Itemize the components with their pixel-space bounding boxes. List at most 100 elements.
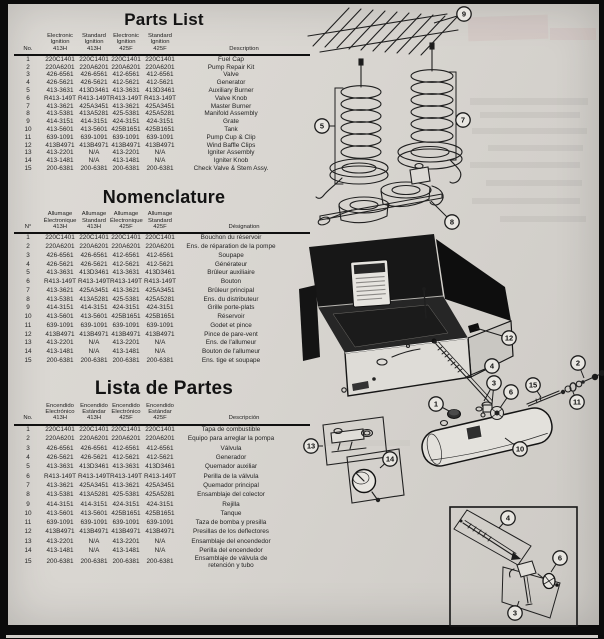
svg-text:2: 2 xyxy=(576,359,580,368)
part-number-cell: 425A3451 xyxy=(145,102,175,110)
part-number-cell: 413B4971 xyxy=(145,528,175,536)
row-number-cell: 4 xyxy=(26,454,30,462)
column-header: Désignation xyxy=(228,223,260,230)
part-number-cell: 639-1091 xyxy=(146,133,174,141)
description-cell: Quemador auxiliar xyxy=(204,463,258,471)
description-cell: Generador xyxy=(215,454,247,462)
column-header: Allumage Standard 425F xyxy=(147,211,173,230)
row-number-cell: 1 xyxy=(26,426,30,434)
svg-text:14: 14 xyxy=(386,455,395,464)
manifold-assembly-drawing xyxy=(317,162,444,226)
part-number-cell: 425A3451 xyxy=(79,286,109,294)
part-number-cell: 220C1401 xyxy=(79,426,109,434)
part-number-cell: 413-2201 xyxy=(112,537,140,545)
part-number-cell: 220C1401 xyxy=(45,55,75,63)
callout-13: 13 xyxy=(303,438,323,454)
part-number-cell: 220A6201 xyxy=(45,243,75,251)
part-number-cell: 412-5621 xyxy=(112,79,140,87)
description-cell: Valve xyxy=(223,71,239,79)
svg-text:6: 6 xyxy=(558,554,562,563)
part-number-cell: 412-5621 xyxy=(146,260,174,268)
description-cell: Brûleur principal xyxy=(207,286,255,294)
part-number-cell: R413-149T xyxy=(78,278,110,286)
part-number-cell: 639-1091 xyxy=(46,321,74,329)
part-number-cell: R413-149T xyxy=(110,472,142,480)
part-number-cell: 413-1481 xyxy=(46,547,74,554)
row-number-cell: 14 xyxy=(24,348,32,356)
part-number-cell: 413-3631 xyxy=(112,86,140,94)
part-number-cell: 425B1651 xyxy=(145,313,175,321)
row-number-cell: 5 xyxy=(26,463,30,471)
part-number-cell: R413-149T xyxy=(110,278,142,286)
part-number-cell: 413D3461 xyxy=(79,86,109,94)
description-cell: Réservoir xyxy=(217,313,245,321)
part-number-cell: 425A5281 xyxy=(145,110,175,118)
inset-valve-drawing xyxy=(501,560,561,619)
baffle-clip-pin xyxy=(422,287,480,333)
part-number-cell: 413-3631 xyxy=(112,269,140,277)
part-number-cell: 426-5621 xyxy=(46,260,74,268)
row-number-cell: 11 xyxy=(24,321,32,329)
callout-11: 11 xyxy=(569,391,585,410)
part-number-cell: 412-5621 xyxy=(112,260,140,268)
description-cell: Bouchon du réservoir xyxy=(200,234,262,242)
part-number-cell: 413B4971 xyxy=(111,528,141,536)
part-number-cell: 412-6561 xyxy=(112,251,140,259)
part-number-cell: 200-6381 xyxy=(112,164,140,172)
part-number-cell: 413-5601 xyxy=(46,509,74,517)
column-header: Allumage Électronique 413H xyxy=(43,211,77,230)
part-number-cell: 426-6561 xyxy=(46,251,74,259)
part-number-cell: N/A xyxy=(88,149,100,157)
part-number-cell: 200-6381 xyxy=(80,356,108,364)
part-number-cell: 220A6201 xyxy=(145,435,175,443)
column-header: Description xyxy=(229,45,259,52)
part-number-cell: 220A6201 xyxy=(111,435,141,443)
tank-drawing xyxy=(421,401,553,467)
svg-text:3: 3 xyxy=(513,609,517,618)
column-header: Allumage Électronique 425F xyxy=(110,211,143,230)
part-number-cell: 412-5621 xyxy=(146,454,174,462)
tank-valve-drawing xyxy=(475,401,505,421)
description-cell: Ens. du distributeur xyxy=(203,295,259,303)
part-number-cell: 413-1481 xyxy=(112,547,140,554)
part-number-cell: 413B4971 xyxy=(145,330,175,338)
part-number-cell: 220C1401 xyxy=(145,55,175,63)
description-cell: Perilla de la válvula xyxy=(203,472,259,480)
part-number-cell: 220C1401 xyxy=(45,234,75,242)
description-cell: Brûleur auxiliaire xyxy=(207,269,255,277)
callout-15: 15 xyxy=(525,377,542,398)
part-number-cell: 639-1091 xyxy=(146,519,174,527)
part-number-cell: 220C1401 xyxy=(111,55,141,63)
part-number-cell: 413-5601 xyxy=(80,509,108,517)
row-number-cell: 3 xyxy=(26,251,30,259)
part-number-cell: 425B1651 xyxy=(111,313,141,321)
row-number-cell: 13 xyxy=(24,537,32,545)
part-number-cell: 413-3631 xyxy=(46,86,74,94)
part-number-cell: 220C1401 xyxy=(145,426,175,434)
part-number-cell: 414-3151 xyxy=(46,500,74,508)
part-number-cell: R413-149T xyxy=(44,94,76,102)
part-number-cell: 220C1401 xyxy=(145,234,175,242)
part-number-cell: 220C1401 xyxy=(45,426,75,434)
part-number-cell: 413-3631 xyxy=(46,463,74,471)
row-number-cell: 15 xyxy=(24,356,32,364)
description-cell: Ens. tige et soupape xyxy=(201,356,261,364)
part-number-cell: 425A5281 xyxy=(145,295,175,303)
part-number-cell: 413-2201 xyxy=(46,537,74,545)
part-number-cell: 220A6201 xyxy=(79,243,109,251)
callout-3: 3 xyxy=(507,600,523,621)
